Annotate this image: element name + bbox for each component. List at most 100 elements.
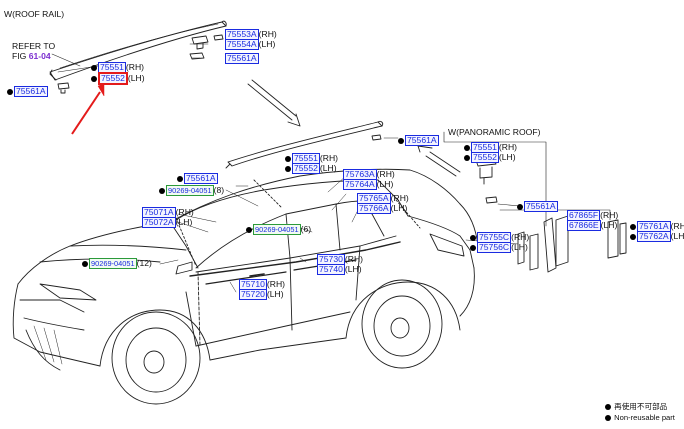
part-row-90269-8: 90269-04051(8)	[159, 185, 224, 196]
non-reusable-dot	[7, 88, 13, 95]
part-75766A-side: (LH)	[390, 203, 408, 213]
part-75755C-side: (RH)	[511, 232, 530, 242]
part-90269-04051[interactable]: 90269-04051	[166, 185, 214, 196]
part-75561A[interactable]: 75561A	[184, 173, 218, 184]
part-75552-selected[interactable]: 75552	[98, 72, 128, 85]
refer-fig-link[interactable]: 61-04	[28, 51, 51, 61]
part-67866E[interactable]: 67866E	[567, 220, 601, 231]
part-67866E-side: (LH)	[600, 220, 618, 230]
part-group-75765A: 75765A(RH) 75766A(LH)	[357, 193, 409, 214]
part-group-67865F: 67865F(RH) 67866E(LH)	[567, 210, 619, 231]
part-75552-side: (LH)	[319, 163, 337, 173]
part-75756C-side: (LH)	[511, 242, 528, 252]
part-75761A-side: (RH)	[670, 221, 684, 231]
part-75720[interactable]: 75720	[239, 289, 267, 300]
non-reusable-dot	[470, 234, 476, 241]
legend-dot	[605, 415, 611, 421]
part-75552[interactable]: 75552	[292, 163, 320, 174]
part-75720-side: (LH)	[266, 289, 284, 299]
vehicle-outline	[12, 168, 479, 405]
part-90269-04051[interactable]: 90269-04051	[89, 258, 137, 269]
legend-non-reusable-jp: 再使用不可部品	[614, 402, 668, 411]
legend: 再使用不可部品 Non-reusable part	[605, 402, 675, 424]
part-75552[interactable]: 75552	[471, 152, 499, 163]
part-75072A-side: (LH)	[175, 217, 193, 227]
part-75561A[interactable]: 75561A	[225, 53, 259, 64]
part-75765A-side: (RH)	[390, 193, 409, 203]
part-90269-qty: (6)	[300, 224, 312, 234]
part-75561A[interactable]: 75561A	[524, 201, 558, 212]
part-row-75561A-rail: 75561A	[398, 135, 439, 146]
non-reusable-dot	[91, 75, 97, 82]
part-group-75761A: 75761A(RH) 75762A(LH)	[630, 221, 684, 242]
part-row-90269-12: 90269-04051(12)	[82, 258, 152, 269]
part-75766A[interactable]: 75766A	[357, 203, 391, 214]
part-group-75551-left: 75551(RH) 75552(LH)	[91, 62, 145, 85]
part-75551-side: (RH)	[125, 62, 145, 72]
non-reusable-dot	[285, 165, 291, 172]
non-reusable-dot	[398, 137, 404, 144]
part-75762A[interactable]: 75762A	[637, 231, 671, 242]
part-group-75551-panoramic: 75551(RH) 75552(LH)	[464, 142, 518, 163]
part-group-75730: 75730(RH) 75740(LH)	[317, 254, 363, 275]
part-75551-side: (RH)	[498, 142, 518, 152]
part-row-90269-6: 90269-04051(6)	[246, 224, 311, 235]
part-75553A-side: (RH)	[258, 29, 277, 39]
part-75756C[interactable]: 75756C	[477, 242, 512, 253]
refer-to-line1: REFER TO	[12, 41, 56, 51]
refer-fig-prefix: FIG	[12, 51, 27, 61]
part-group-75551-roof: 75551(RH) 75552(LH)	[285, 153, 339, 174]
part-75561A[interactable]: 75561A	[14, 86, 48, 97]
non-reusable-dot	[159, 187, 165, 194]
part-75740[interactable]: 75740	[317, 264, 345, 275]
part-75764A-side: (LH)	[376, 179, 394, 189]
part-group-75553A: 75553A(RH) 75554A(LH)	[225, 29, 277, 50]
non-reusable-dot	[517, 203, 523, 210]
part-row-75561A-top: 75561A	[225, 53, 259, 64]
part-67865F-side: (RH)	[600, 210, 619, 220]
part-75554A-side: (LH)	[258, 39, 276, 49]
part-75552-side: (LH)	[127, 73, 145, 83]
non-reusable-dot	[285, 155, 291, 162]
legend-non-reusable-en: Non-reusable part	[614, 413, 675, 422]
part-75554A[interactable]: 75554A	[225, 39, 259, 50]
direction-arrow-2	[417, 145, 461, 177]
direction-arrow-1	[247, 79, 301, 127]
part-90269-qty: (8)	[213, 185, 225, 195]
rear-molding-parts	[517, 215, 627, 273]
non-reusable-dot	[246, 226, 252, 233]
non-reusable-dot	[630, 223, 636, 230]
part-75561A[interactable]: 75561A	[405, 135, 439, 146]
part-90269-04051[interactable]: 90269-04051	[253, 224, 301, 235]
part-75552-side: (LH)	[498, 152, 516, 162]
part-90269-qty: (12)	[136, 258, 152, 268]
refer-to-line2: FIG 61-04	[12, 51, 55, 61]
part-75072A[interactable]: 75072A	[142, 217, 176, 228]
part-group-75763A: 75763A(RH) 75764A(LH)	[343, 169, 395, 190]
part-75764A[interactable]: 75764A	[343, 179, 377, 190]
rail-clips-left	[57, 34, 224, 94]
part-row-75561A-left: 75561A	[7, 86, 48, 97]
part-group-75755C: 75755C(RH) 75756C(LH)	[470, 232, 530, 253]
non-reusable-dot	[177, 175, 183, 182]
legend-dot	[605, 404, 611, 410]
refer-to-note: REFER TO FIG 61-04	[12, 41, 55, 61]
part-group-75071A: 75071A(RH) 75072A(LH)	[142, 207, 194, 228]
non-reusable-dot	[470, 244, 476, 251]
part-75762A-side: (LH)	[670, 231, 684, 241]
non-reusable-dot	[464, 154, 470, 161]
non-reusable-dot	[630, 233, 636, 240]
part-row-75561A-panoramic: 75561A	[517, 201, 558, 212]
header-panoramic-roof: W(PANORAMIC ROOF)	[448, 127, 541, 137]
non-reusable-dot	[91, 64, 97, 71]
roof-rail-right	[225, 120, 384, 169]
highlight-arrow	[71, 83, 105, 135]
part-75740-side: (LH)	[344, 264, 362, 274]
part-75551-side: (RH)	[319, 153, 339, 163]
part-row-75561A-car: 75561A	[177, 173, 218, 184]
non-reusable-dot	[82, 260, 88, 267]
part-75710-side: (RH)	[266, 279, 286, 289]
header-roof-rail: W(ROOF RAIL)	[4, 9, 65, 19]
part-group-75710: 75710(RH) 75720(LH)	[239, 279, 286, 300]
